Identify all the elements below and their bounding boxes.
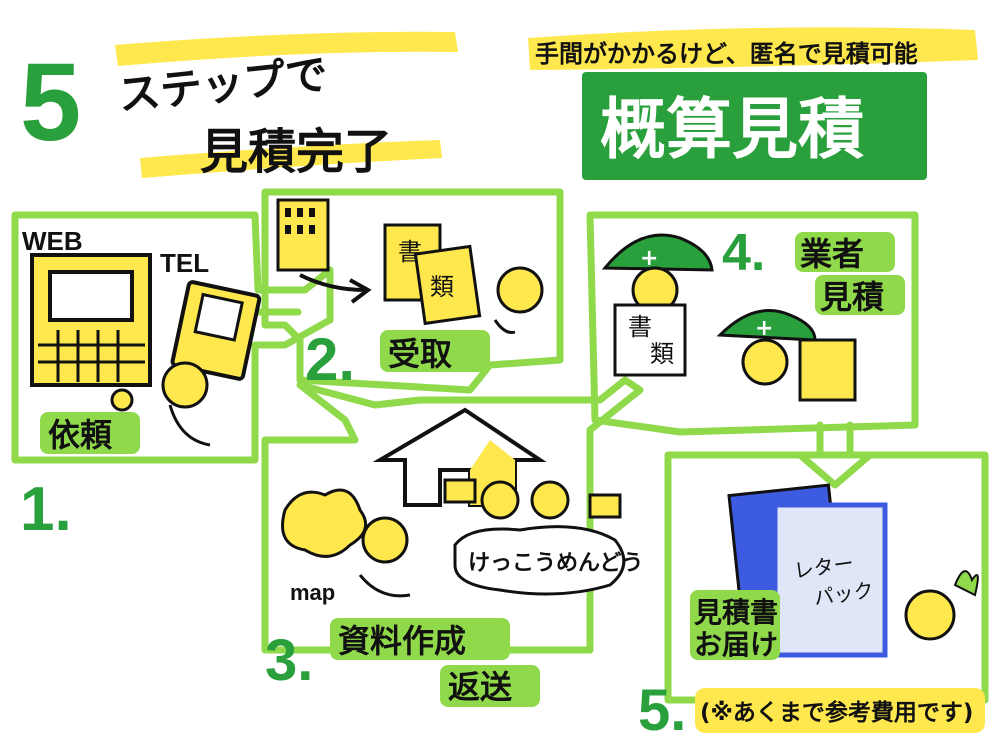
header-area: 5 ステップで 見積完了 手間がかかるけど、匿名で見積可能 概算見積 bbox=[20, 27, 978, 180]
step-count-digit: 5 bbox=[20, 41, 81, 164]
note-highlight bbox=[695, 688, 985, 733]
speech-cloud bbox=[453, 525, 626, 596]
step3-label-line2: 返送 bbox=[448, 668, 512, 706]
step5-label-chip bbox=[690, 590, 780, 660]
badge-text: 概算見積 bbox=[600, 91, 864, 168]
step2-label-chip bbox=[380, 330, 490, 372]
step3-label-line1: 資料作成 bbox=[338, 622, 466, 660]
arrow-right-icon bbox=[299, 273, 372, 304]
step5-number: 5. bbox=[638, 678, 686, 743]
document-icon bbox=[613, 303, 687, 377]
worker-face-2 bbox=[741, 338, 789, 386]
person-icon bbox=[161, 361, 209, 409]
title-line2: 見積完了 bbox=[200, 124, 392, 180]
step1-label: 依頼 bbox=[48, 416, 113, 454]
camera-person-icon-2 bbox=[530, 480, 570, 520]
step2-doc-char2: 類 bbox=[430, 273, 454, 301]
step4-label-chip bbox=[795, 232, 895, 272]
camera-icon bbox=[443, 478, 477, 504]
person-body bbox=[168, 404, 211, 447]
step2-label: 受取 bbox=[388, 335, 452, 373]
subtitle-highlight bbox=[528, 27, 978, 70]
step5-label-line2: お届け bbox=[694, 628, 778, 661]
computer-screen bbox=[48, 270, 134, 322]
title-highlight-bottom bbox=[140, 140, 442, 178]
mouse-icon bbox=[110, 388, 134, 412]
map-blob-icon bbox=[281, 488, 368, 558]
person-icon bbox=[904, 589, 956, 641]
step4-doc-char1: 書 bbox=[628, 313, 652, 341]
laptop-icon bbox=[798, 338, 857, 402]
step4-number: 4. bbox=[722, 224, 765, 282]
step1-number: 1. bbox=[20, 475, 72, 544]
badge-box bbox=[582, 72, 927, 180]
heart-icon bbox=[953, 570, 979, 597]
step1-frame bbox=[11, 211, 334, 464]
flow-outline bbox=[11, 188, 989, 704]
hardhat-icon-2 bbox=[716, 309, 817, 342]
person-body bbox=[358, 574, 411, 598]
web-tag: WEB bbox=[22, 226, 83, 256]
camera-icon-2 bbox=[588, 493, 622, 519]
step3-label-chip bbox=[330, 618, 510, 660]
step3-label-chip-2 bbox=[440, 665, 540, 707]
map-label: map bbox=[290, 580, 335, 605]
person-body bbox=[493, 319, 516, 334]
subtitle-text: 手間がかかるけど、匿名で見積可能 bbox=[535, 40, 918, 68]
step5-label-line1: 見積書 bbox=[694, 596, 778, 629]
hardhat-cross-2: + bbox=[755, 316, 773, 341]
step4-frame bbox=[586, 211, 919, 436]
document-icon-2 bbox=[413, 244, 482, 326]
step-1: WEB TEL 依頼 1. bbox=[20, 226, 262, 544]
step2-number: 2. bbox=[305, 326, 355, 393]
person-icon bbox=[496, 266, 544, 314]
step2-frame bbox=[261, 188, 564, 394]
speech-text: けっこうめんどう bbox=[468, 551, 643, 576]
step4-doc-char2: 類 bbox=[650, 340, 674, 368]
step3-number: 3. bbox=[265, 628, 313, 693]
step3-frame bbox=[261, 376, 644, 654]
hardhat-cross: + bbox=[640, 246, 658, 271]
step4-label-line2: 見積 bbox=[820, 278, 884, 316]
hardhat-icon bbox=[601, 233, 714, 272]
phone-screen bbox=[193, 292, 244, 342]
letterpack-icon bbox=[772, 502, 888, 658]
camera-person-icon bbox=[480, 480, 520, 520]
step4-label-line1: 業者 bbox=[800, 235, 864, 273]
keyboard-grid bbox=[38, 330, 145, 382]
step1-label-chip bbox=[40, 412, 140, 454]
building-windows bbox=[285, 208, 315, 234]
note-text: (※あくまで参考費用です) bbox=[700, 699, 973, 726]
step4-label-chip-2 bbox=[815, 275, 905, 315]
person-icon bbox=[361, 516, 409, 564]
step-4: + 書 類 + 4. 業者 見積 bbox=[601, 224, 905, 402]
step-3: map けっこうめんどう 3. 資料作成 返送 bbox=[265, 407, 643, 707]
tel-tag: TEL bbox=[160, 248, 209, 278]
step-5: レター パック 見積書 お届け 5. (※あくまで参考費用です) bbox=[638, 483, 985, 743]
title-highlight-top bbox=[115, 31, 458, 66]
step-2: 書 類 2. 受取 bbox=[276, 198, 544, 393]
